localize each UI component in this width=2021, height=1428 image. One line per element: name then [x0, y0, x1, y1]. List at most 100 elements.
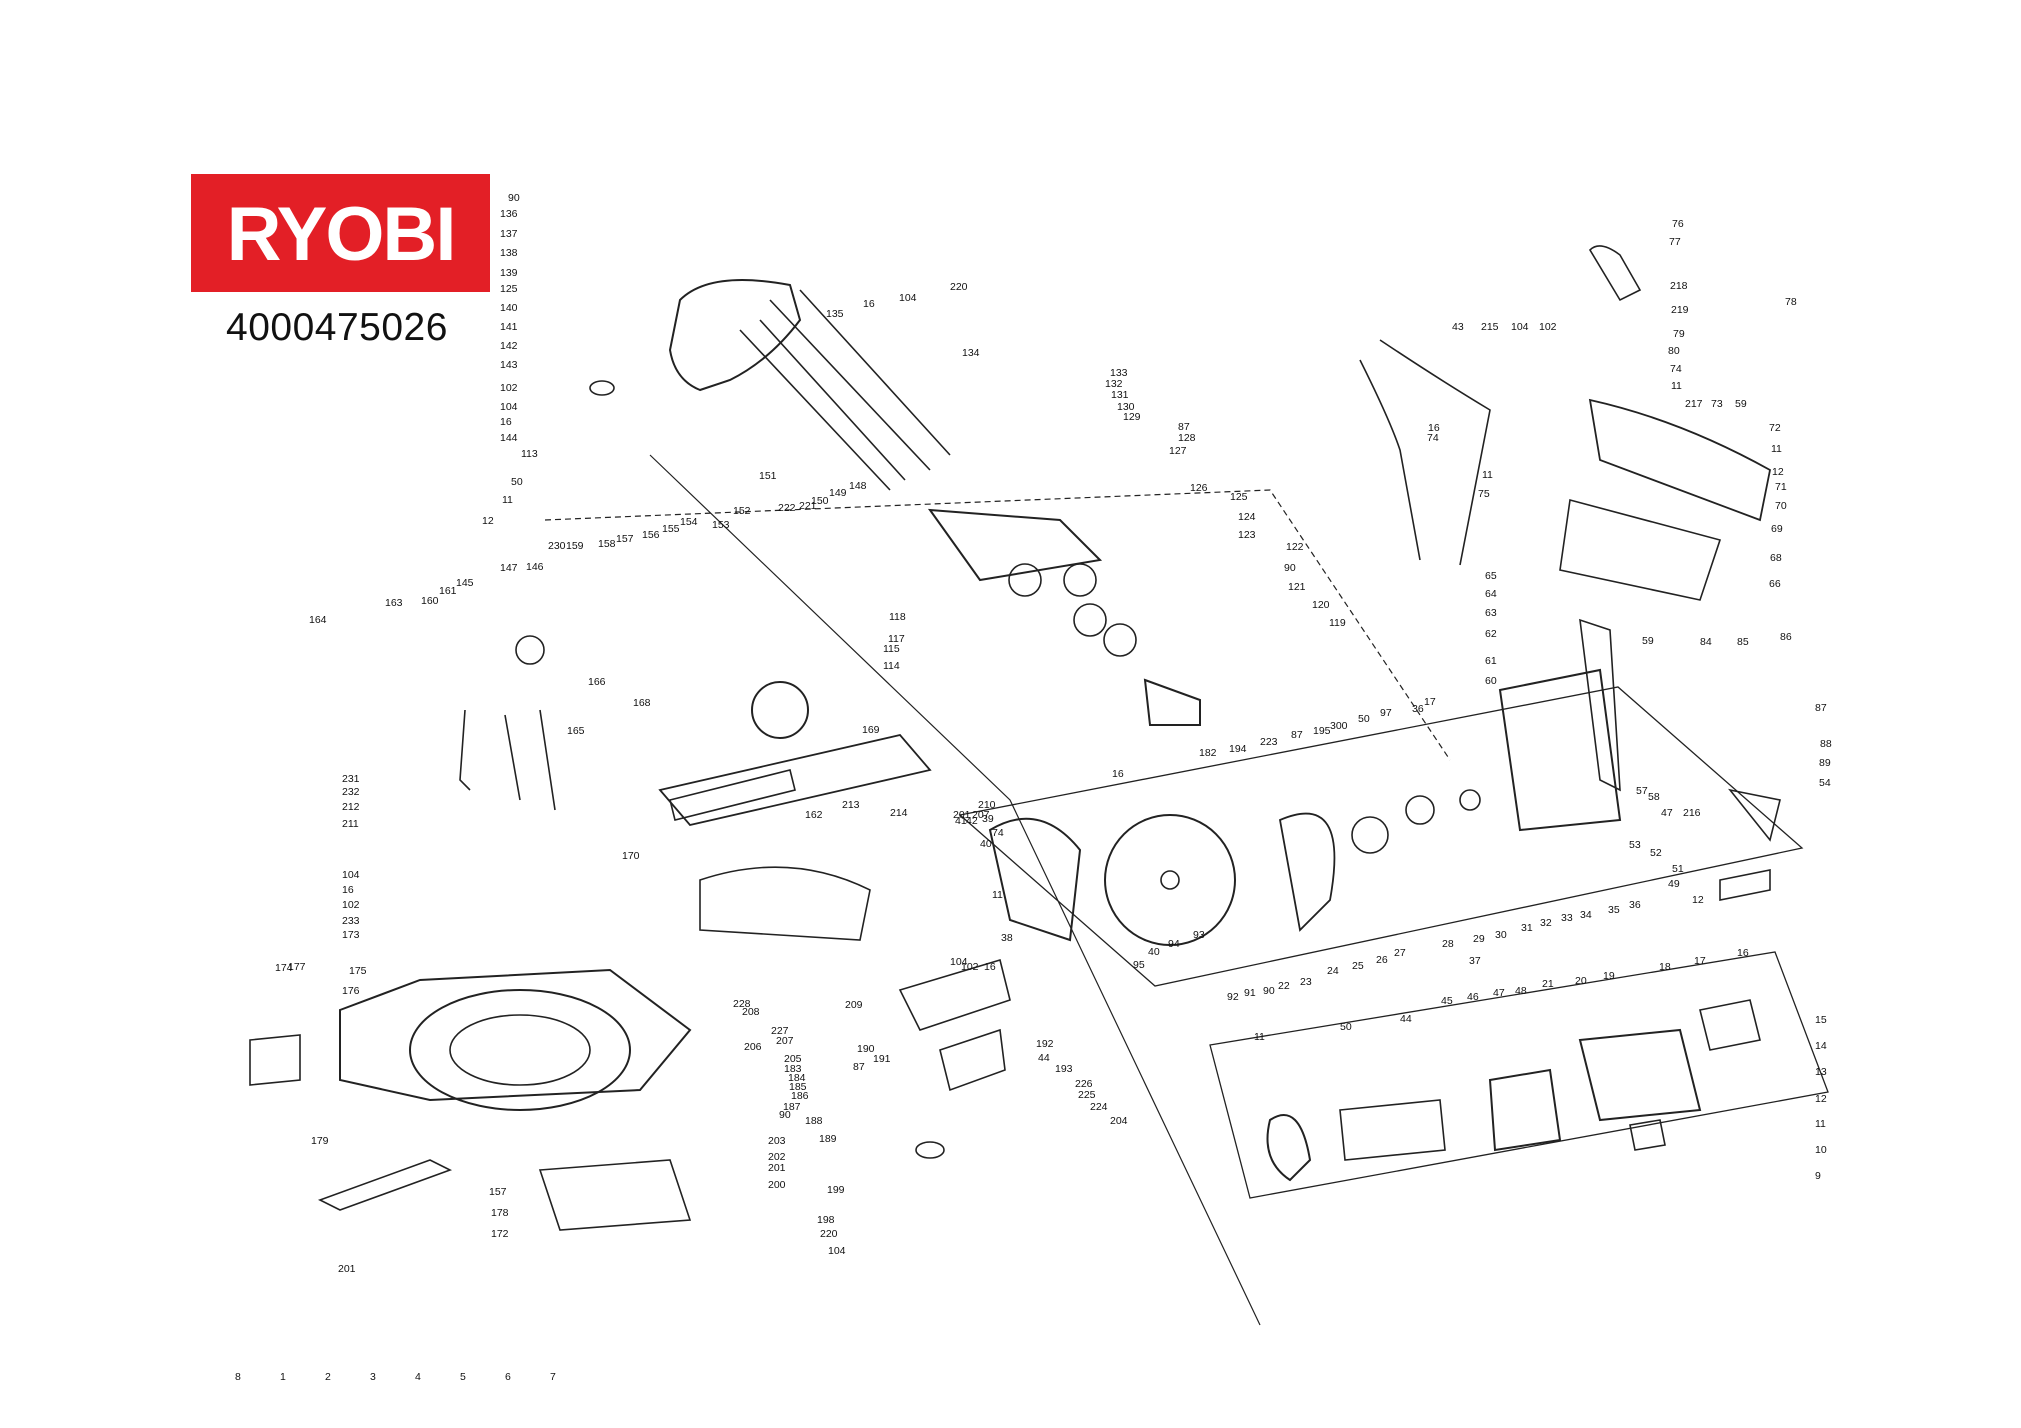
callout-label: 18 [1659, 961, 1671, 973]
callout-label: 216 [1683, 807, 1701, 819]
callout-label: 16 [342, 884, 354, 896]
callout-label: 60 [1485, 675, 1497, 687]
callout-label: 182 [1199, 747, 1217, 759]
bushing-a [1008, 563, 1042, 597]
callout-label: 37 [1469, 955, 1481, 967]
callout-label: 21 [1542, 978, 1554, 990]
callout-label: 163 [385, 597, 403, 609]
callout-label: 201 [338, 1263, 356, 1275]
callout-label: 6 [505, 1371, 511, 1383]
callout-label: 130 [1117, 401, 1135, 413]
material-clamp [898, 958, 1011, 1031]
callout-label: 104 [342, 869, 360, 881]
callout-label: 176 [342, 985, 360, 997]
callout-label: 119 [1329, 617, 1346, 629]
callout-label: 14 [1815, 1040, 1827, 1052]
callout-label: 58 [1648, 791, 1660, 803]
power-cord [1379, 339, 1491, 566]
callout-label: 224 [1090, 1101, 1108, 1113]
handle-knob [589, 380, 615, 396]
callout-label: 162 [805, 809, 823, 821]
field-coil [1488, 1068, 1562, 1152]
blade-arbor [1160, 870, 1180, 890]
hex-key [459, 709, 471, 791]
callout-label: 12 [1692, 894, 1704, 906]
callout-label: 138 [500, 247, 518, 259]
callout-label: 200 [768, 1179, 786, 1191]
rear-bracket [1143, 678, 1201, 726]
callout-label: 127 [1169, 445, 1187, 457]
callout-label: 94 [1168, 938, 1180, 950]
bevel-arm [658, 734, 932, 826]
callout-label: 50 [1340, 1021, 1352, 1033]
table-insert [699, 866, 871, 941]
callout-label: 142 [500, 340, 518, 352]
callout-label: 203 [768, 1135, 786, 1147]
callout-label: 10 [1815, 1144, 1827, 1156]
callout-label: 188 [805, 1115, 823, 1127]
upper-blade-guard [988, 817, 1082, 942]
callout-label: 87 [853, 1061, 865, 1073]
rails-divider-line [649, 454, 1261, 1326]
callout-label: 91 [1244, 987, 1256, 999]
callout-label: 15 [1815, 1014, 1827, 1026]
foot [915, 1141, 945, 1159]
motor-assembly-frame [1209, 951, 1829, 1199]
callout-label: 11 [1771, 443, 1782, 455]
bevel-knob [515, 635, 545, 665]
callout-label: 44 [1400, 1013, 1412, 1025]
rail-upper-b [739, 319, 906, 491]
callout-label: 165 [567, 725, 585, 737]
callout-label: 102 [500, 382, 518, 394]
callout-label: 74 [992, 827, 1004, 839]
turntable [409, 989, 631, 1111]
callout-label: 87 [1178, 421, 1190, 433]
callout-label: 102 [1539, 321, 1557, 333]
callout-label: 218 [1670, 280, 1688, 292]
callout-label: 51 [1672, 863, 1684, 875]
callout-label: 199 [827, 1184, 845, 1196]
callout-label: 209 [845, 999, 863, 1011]
callout-label: 16 [1428, 422, 1440, 434]
callout-label: 208 [742, 1006, 760, 1018]
callout-label: 12 [1815, 1093, 1827, 1105]
callout-label: 34 [1580, 909, 1592, 921]
saw-blade [1104, 814, 1236, 946]
callout-label: 124 [1238, 511, 1256, 523]
fence-left [669, 769, 796, 821]
callout-label: 128 [1178, 432, 1196, 444]
callout-label: 137 [500, 228, 518, 240]
callout-label: 59 [1642, 635, 1654, 647]
callout-label: 11 [1254, 1031, 1265, 1043]
logo-background [191, 174, 490, 292]
callout-label: 66 [1769, 578, 1781, 590]
callout-label: 220 [950, 281, 968, 293]
callout-label: 85 [1737, 636, 1749, 648]
callout-label: 147 [500, 562, 518, 574]
callout-label: 139 [500, 267, 518, 279]
callout-labels: 9013613713813912514014114214310210416144… [235, 192, 1832, 1383]
carriage-block [927, 508, 1103, 582]
callout-label: 65 [1485, 570, 1497, 582]
callout-label: 104 [1511, 321, 1529, 333]
logo-text: RYOBI [227, 192, 455, 277]
callout-label: 40 [980, 838, 992, 850]
dust-bag [538, 1159, 692, 1231]
callout-label: 16 [863, 298, 875, 310]
callout-label: 227 [771, 1025, 789, 1037]
bushing-b [1063, 563, 1097, 597]
trigger [1728, 788, 1781, 842]
callout-label: 122 [1286, 541, 1304, 553]
pivot-housing [751, 681, 809, 739]
callout-label: 102 [961, 961, 979, 973]
callout-label: 8 [235, 1371, 241, 1383]
callout-label: 54 [1819, 777, 1831, 789]
callout-label: 38 [1001, 932, 1013, 944]
callout-label: 125 [500, 283, 518, 295]
callout-label: 157 [489, 1186, 507, 1198]
callout-label: 53 [1629, 839, 1641, 851]
callout-label: 123 [1238, 529, 1256, 541]
callout-label: 11 [1815, 1118, 1826, 1130]
callout-label: 126 [1190, 482, 1208, 494]
